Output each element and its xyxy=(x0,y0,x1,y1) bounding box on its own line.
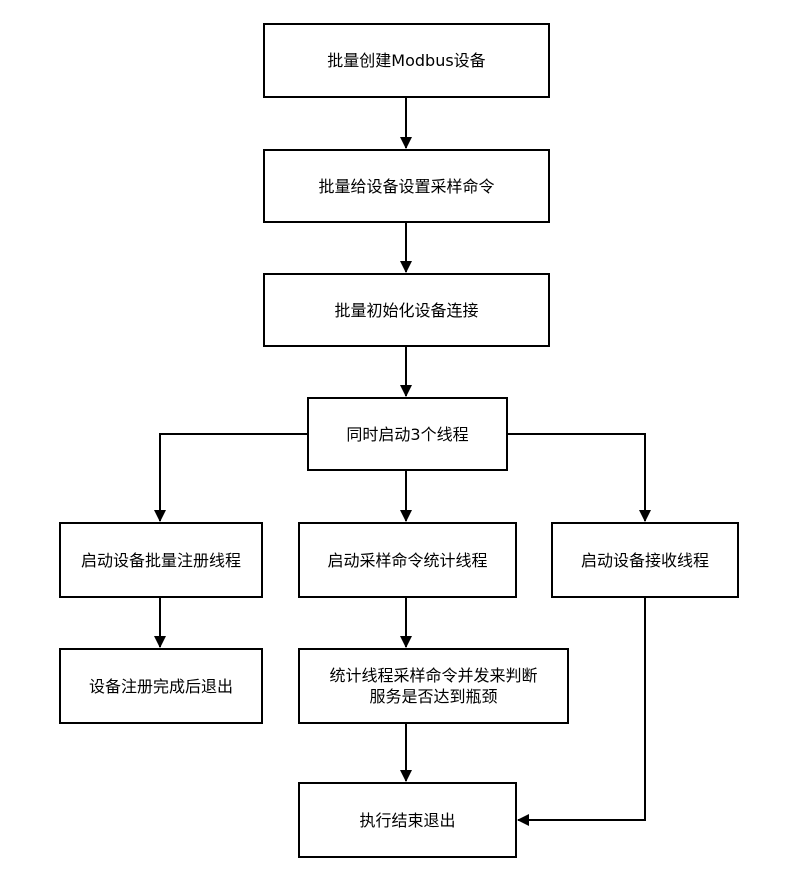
set-sampling-node: 批量给设备设置采样命令 xyxy=(263,149,550,223)
receive-thread-label: 启动设备接收线程 xyxy=(580,550,709,570)
init-connection-label: 批量初始化设备连接 xyxy=(334,300,479,320)
create-devices-label: 批量创建Modbus设备 xyxy=(327,51,486,70)
receive-thread-node: 启动设备接收线程 xyxy=(551,522,739,598)
start-threads-node: 同时启动3个线程 xyxy=(307,397,508,471)
stats-thread-label: 启动采样命令统计线程 xyxy=(327,550,488,570)
end-exit-node: 执行结束退出 xyxy=(298,782,517,858)
set-sampling-label: 批量给设备设置采样命令 xyxy=(318,176,495,196)
register-done-label: 设备注册完成后退出 xyxy=(88,676,233,696)
stats-check-label-line2: 服务是否达到瓶颈 xyxy=(369,687,498,706)
register-done-node: 设备注册完成后退出 xyxy=(59,648,263,724)
register-thread-label: 启动设备批量注册线程 xyxy=(80,550,241,570)
stats-check-node: 统计线程采样命令并发来判断 服务是否达到瓶颈 xyxy=(298,648,569,724)
arrow-start-to-receive xyxy=(508,433,651,522)
arrow-receive-to-end xyxy=(517,598,646,826)
init-connection-node: 批量初始化设备连接 xyxy=(263,273,550,347)
start-threads-label: 同时启动3个线程 xyxy=(346,424,469,444)
stats-thread-node: 启动采样命令统计线程 xyxy=(298,522,517,598)
arrow-start-to-register xyxy=(154,433,307,522)
stats-check-label-line1: 统计线程采样命令并发来判断 xyxy=(329,666,538,685)
create-devices-node: 批量创建Modbus设备 xyxy=(263,23,550,98)
stats-check-text: 统计线程采样命令并发来判断 服务是否达到瓶颈 xyxy=(329,665,537,707)
end-exit-label: 执行结束退出 xyxy=(359,810,456,830)
register-thread-node: 启动设备批量注册线程 xyxy=(59,522,263,598)
